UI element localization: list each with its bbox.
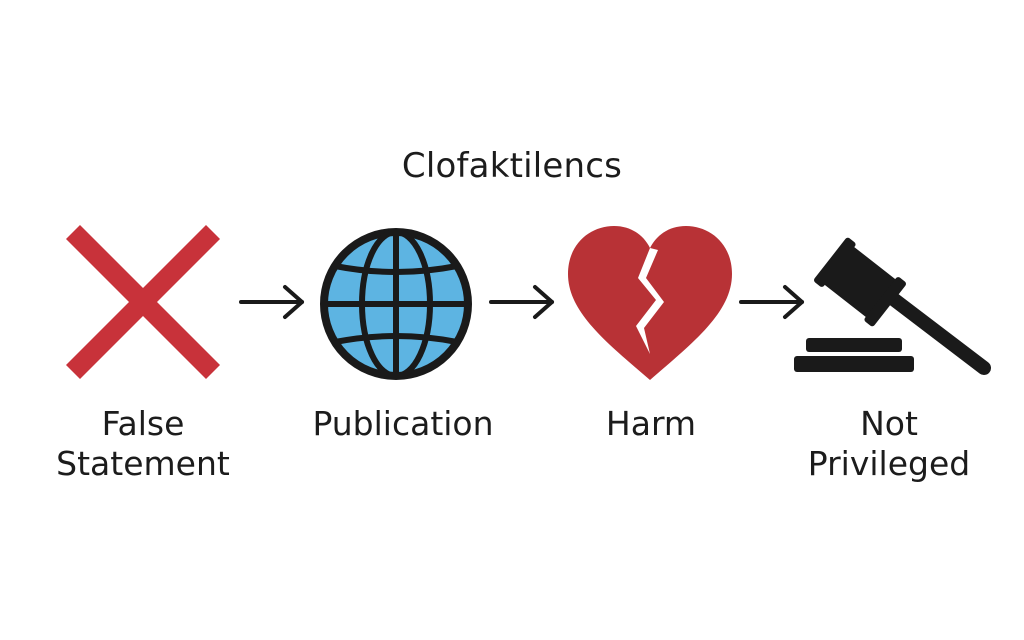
arrow-right-icon (239, 285, 304, 319)
step-label-publication: Publication (288, 404, 518, 444)
globe-icon (320, 228, 472, 380)
gavel-icon (794, 237, 991, 375)
step-label-line: Not (860, 404, 918, 443)
step-label-line: False (101, 404, 185, 443)
broken-heart-icon (568, 226, 732, 380)
red-x-icon (66, 225, 220, 379)
arrow-right-icon (489, 285, 554, 319)
diagram-title: Clofaktilencs (401, 146, 623, 186)
step-label-not-privileged: Not Privileged (774, 404, 1004, 484)
arrow-right-icon (739, 285, 804, 319)
step-label-line: Statement (56, 444, 230, 483)
step-label-line: Harm (605, 404, 697, 443)
step-label-false-statement: False Statement (28, 404, 258, 484)
step-label-line: Publication (312, 404, 494, 443)
step-label-harm: Harm (536, 404, 766, 444)
step-label-line: Privileged (807, 444, 971, 483)
